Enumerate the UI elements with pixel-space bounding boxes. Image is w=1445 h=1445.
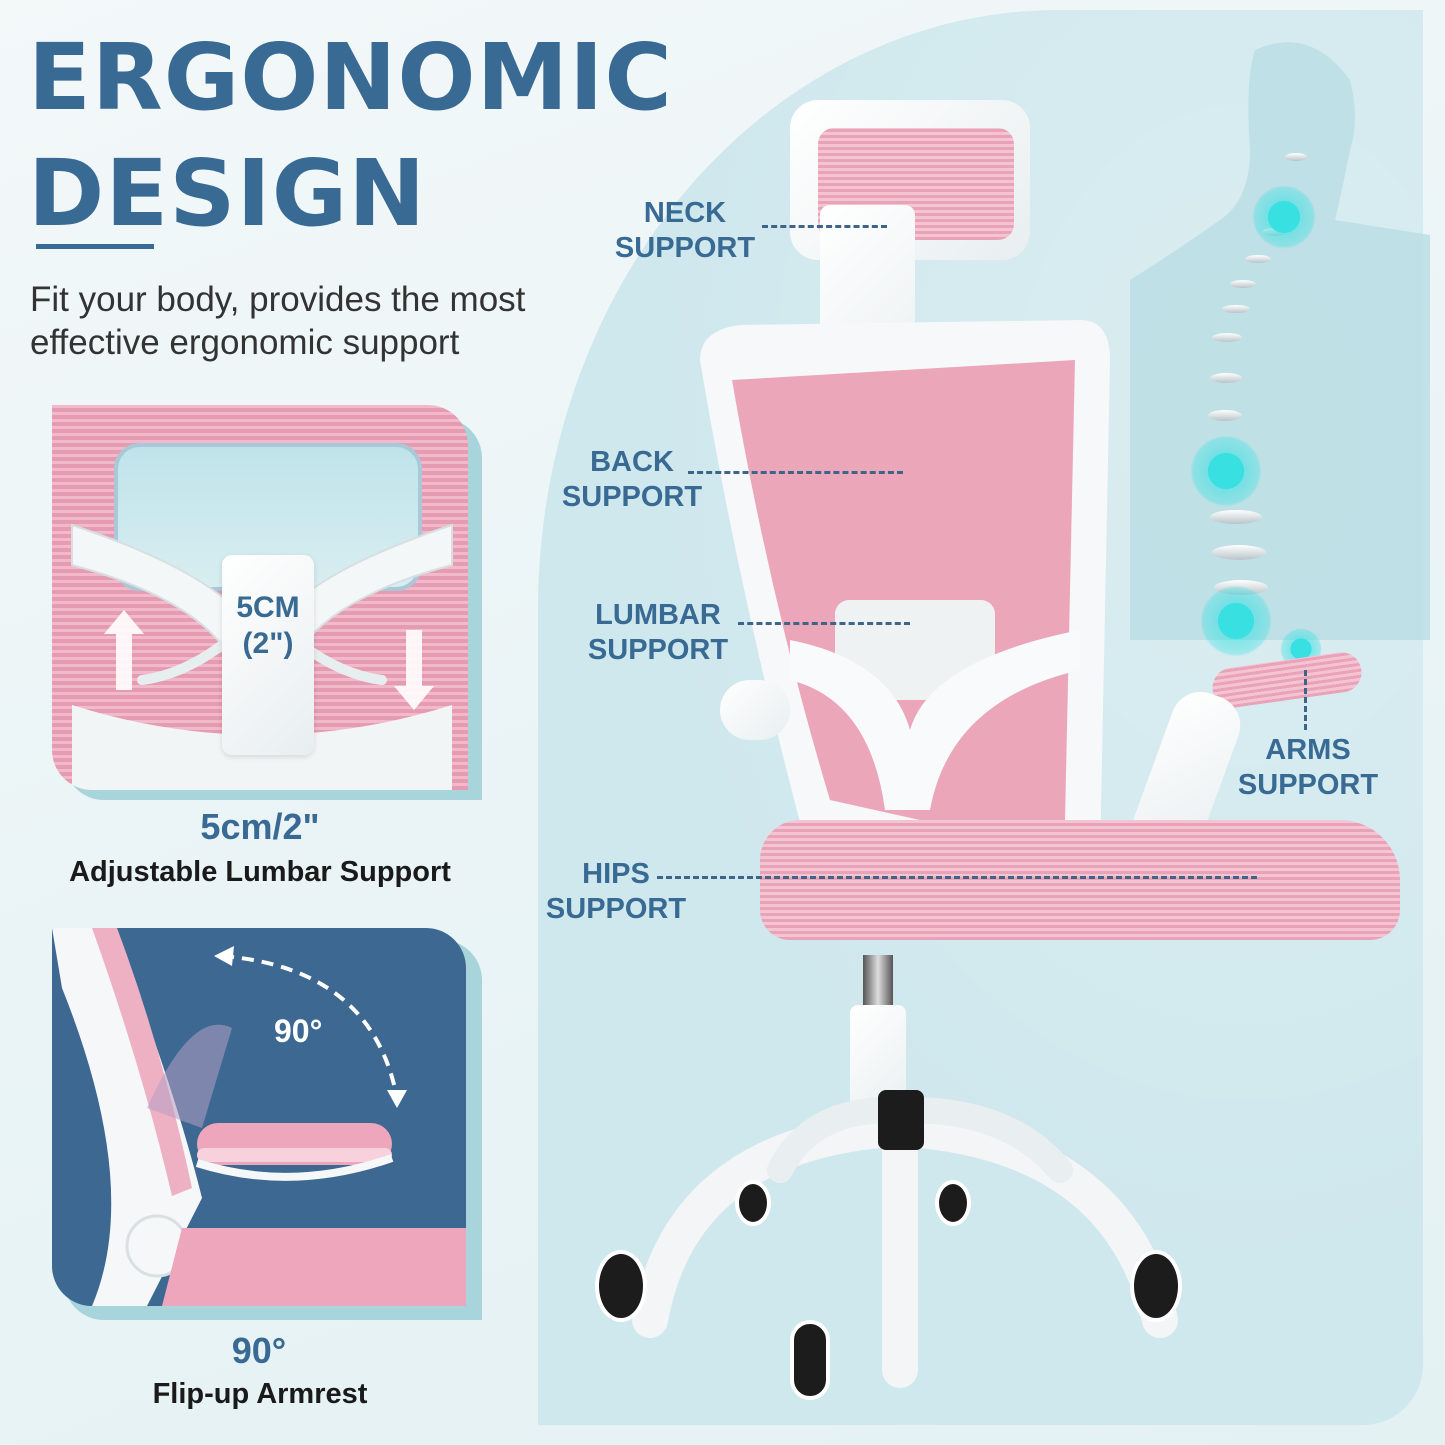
- hips-support-leader-line: [657, 876, 1257, 879]
- vertebra: [1208, 410, 1242, 421]
- neck-support-line-1: NECK: [643, 197, 727, 229]
- lumbar-caption-value: 5cm/2": [200, 806, 320, 847]
- armrest-caption-label: Flip-up Armrest: [152, 1378, 368, 1410]
- chair-caster-wheel: [735, 1180, 771, 1226]
- chair-base-graphic: [632, 1090, 1178, 1388]
- chair-caster-wheel: [1130, 1250, 1182, 1322]
- arms-support-leader-line: [1304, 670, 1307, 730]
- lumbar-overlay-text: 5CM (2"): [217, 590, 319, 662]
- human-silhouette-graphic: [1130, 42, 1430, 640]
- chair-backrest-graphic: [700, 320, 1110, 892]
- lumbar-support-label: LUMBAR SUPPORT: [578, 598, 738, 668]
- hips-support-label: HIPS SUPPORT: [536, 857, 696, 927]
- back-support-line-1: BACK: [590, 446, 674, 478]
- chair-caster-wheel: [790, 1320, 830, 1400]
- back-support-leader-line: [688, 471, 903, 474]
- back-pressure-point-icon: [1190, 435, 1262, 507]
- headline-subtitle: Fit your body, provides the most effecti…: [30, 278, 590, 364]
- vertebra: [1212, 333, 1242, 342]
- arms-support-line-2: SUPPORT: [1237, 769, 1379, 801]
- armrest-caption-value: 90°: [231, 1330, 287, 1371]
- subtitle-line-1: Fit your body, provides the most: [30, 280, 526, 319]
- arms-support-label: ARMS SUPPORT: [1228, 733, 1388, 803]
- chair-seat: [760, 820, 1400, 940]
- vertebra: [1222, 305, 1250, 313]
- headline-line-2: DESIGN: [28, 140, 427, 247]
- lumbar-support-line-2: SUPPORT: [587, 634, 729, 666]
- chair-left-arm-hinge: [720, 680, 790, 740]
- armrest-feature-card: 90°: [52, 928, 466, 1306]
- arms-support-line-1: ARMS: [1265, 734, 1351, 766]
- lumbar-caption-label: Adjustable Lumbar Support: [69, 856, 451, 888]
- neck-support-line-2: SUPPORT: [614, 232, 756, 264]
- hips-support-line-1: HIPS: [582, 858, 650, 890]
- vertebra: [1285, 153, 1307, 161]
- arrow-down-icon: [394, 630, 434, 710]
- chair-caster-wheel: [595, 1250, 647, 1322]
- lumbar-overlay-line-2: (2"): [242, 627, 294, 660]
- lumbar-slider-block: [222, 555, 314, 755]
- headline-underline: [36, 244, 154, 249]
- armrest-graphic: [52, 928, 466, 1306]
- neck-support-leader-line: [762, 225, 887, 228]
- subtitle-line-2: effective ergonomic support: [30, 323, 460, 362]
- lumbar-support-leader-line: [738, 622, 910, 625]
- headline: ERGONOMIC DESIGN: [28, 28, 673, 244]
- chair-gas-lift: [863, 955, 893, 1010]
- chair-caster-wheel: [935, 1180, 971, 1226]
- lumbar-overlay-line-1: 5CM: [236, 591, 300, 624]
- neck-support-label: NECK SUPPORT: [605, 196, 765, 266]
- lumbar-support-line-1: LUMBAR: [595, 599, 721, 631]
- headline-line-1: ERGONOMIC: [28, 24, 673, 131]
- vertebra: [1210, 510, 1262, 524]
- hips-support-line-2: SUPPORT: [545, 893, 687, 925]
- arrow-up-icon: [104, 610, 144, 690]
- vertebra: [1212, 545, 1266, 560]
- lumbar-feature-card: 5CM (2"): [52, 405, 468, 790]
- vertebra: [1230, 280, 1256, 288]
- armrest-angle-overlay: 90°: [274, 1013, 323, 1049]
- vertebra: [1210, 373, 1242, 383]
- lumbar-pressure-point-icon: [1200, 585, 1272, 657]
- neck-pressure-point-icon: [1252, 185, 1316, 249]
- vertebra: [1245, 255, 1271, 263]
- back-support-label: BACK SUPPORT: [552, 445, 712, 515]
- back-support-line-2: SUPPORT: [561, 481, 703, 513]
